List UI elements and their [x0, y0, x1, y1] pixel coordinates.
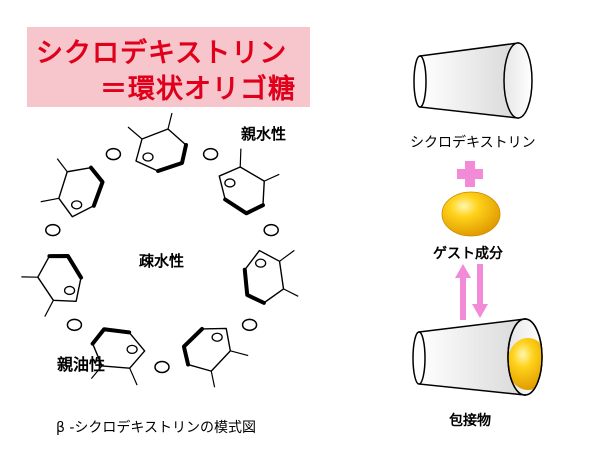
guest-ball: [441, 191, 501, 237]
complex-guest-ball: [508, 338, 542, 390]
glucose-unit: [21, 253, 83, 317]
host-cup: [413, 42, 533, 119]
title-line-2: ＝環状オリゴ糖: [100, 74, 296, 105]
complex-cup: [412, 318, 543, 396]
glucose-unit: [181, 326, 249, 388]
glycosidic-oxygen: [105, 147, 122, 161]
host-cup-top-rim: [413, 55, 427, 108]
title-line-1: シクロデキストリン: [36, 38, 288, 69]
title-background: [27, 27, 310, 107]
guest-label: ゲスト成分: [433, 246, 503, 262]
plus-symbol: [457, 161, 483, 187]
complex-cup-bottom-rim: [412, 331, 426, 385]
label-hydrophilic: 親水性: [241, 125, 287, 143]
cyclodextrin-ring: [21, 112, 299, 388]
glycosidic-oxygen: [66, 318, 83, 332]
label-hydrophobic: 疎水性: [139, 252, 185, 270]
glucose-unit: [40, 158, 105, 218]
glucose-unit: [242, 249, 299, 305]
glucose-unit: [90, 327, 146, 386]
label-lipophilic: 親油性: [57, 355, 106, 374]
glucose-unit: [127, 112, 188, 173]
host-label: シクロデキストリン: [410, 135, 536, 151]
host-cup-opening: [503, 42, 533, 119]
ring-caption: β -シクロデキストリンの模式図: [56, 420, 257, 436]
equilibrium-arrows: [455, 264, 488, 320]
glycosidic-oxygen: [263, 223, 279, 237]
glucose-unit: [218, 148, 280, 216]
glycosidic-oxygen: [45, 223, 61, 237]
glycosidic-oxygen: [241, 318, 258, 332]
glycosidic-oxygen: [154, 360, 170, 374]
complex-label: 包接物: [449, 413, 491, 429]
glycosidic-oxygen: [202, 147, 219, 161]
